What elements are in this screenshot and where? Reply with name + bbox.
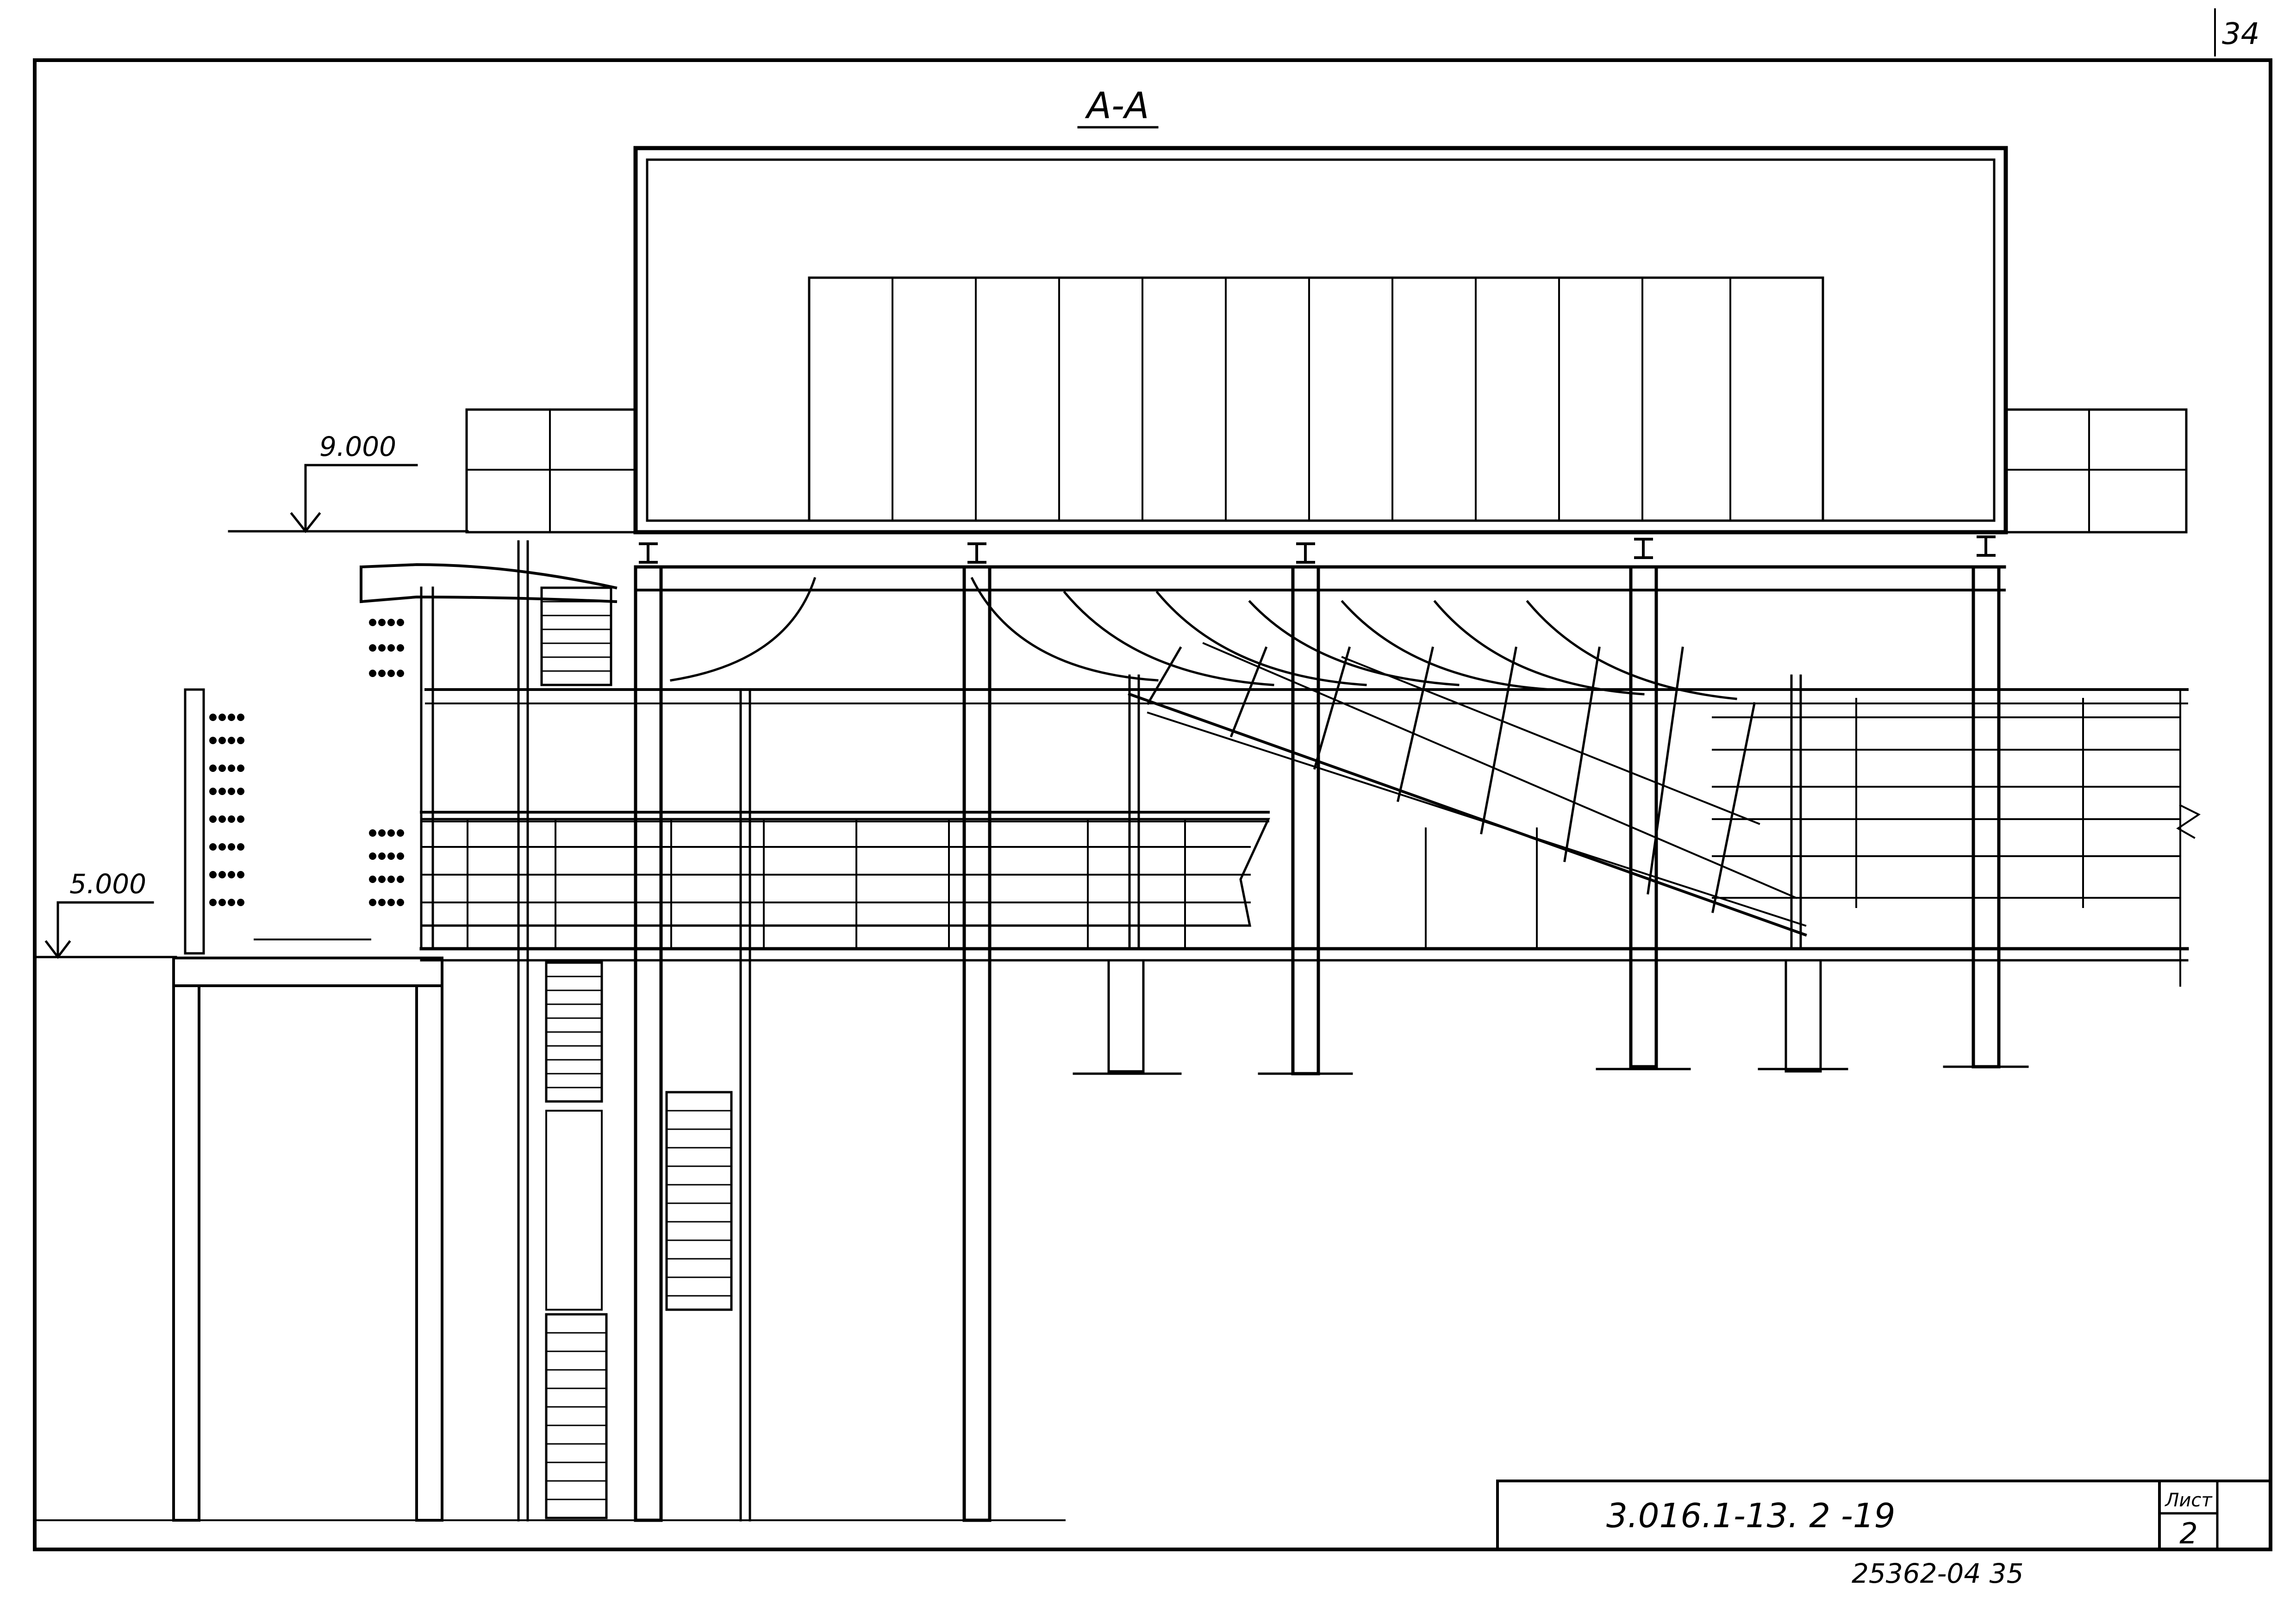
drawing-frame xyxy=(33,58,2272,1551)
section-title: А-А xyxy=(1085,85,1149,127)
sheet-label: Лист xyxy=(2164,1490,2213,1511)
break-lines xyxy=(1073,1065,2029,1075)
sheet-number: 2 xyxy=(2179,1517,2197,1550)
elevation-mark-9000: 9.000 xyxy=(228,431,469,534)
elevation-mark-5000: 5.000 xyxy=(33,868,177,959)
upper-left-trays xyxy=(359,563,618,603)
elevation-label-9000: 9.000 xyxy=(319,431,396,462)
main-columns xyxy=(634,535,2001,1522)
elevation-label-5000: 5.000 xyxy=(69,868,146,900)
page-number: 34 xyxy=(2222,17,2259,51)
stairs xyxy=(540,586,733,1519)
secondary-columns xyxy=(420,540,1802,1522)
right-rack xyxy=(1712,689,2201,987)
title-block: 3.016.1-13. 2 -19 Лист 2 xyxy=(1496,1480,2272,1551)
left-platform xyxy=(420,818,1538,950)
document-code: 3.016.1-13. 2 -19 xyxy=(1606,1496,1895,1535)
inclined-gallery xyxy=(670,577,1807,937)
archive-number: 25362-04 35 xyxy=(1852,1558,2023,1589)
lower-left-frame xyxy=(34,688,1066,1522)
cable-bunches xyxy=(209,619,404,906)
upper-building xyxy=(465,146,2188,535)
